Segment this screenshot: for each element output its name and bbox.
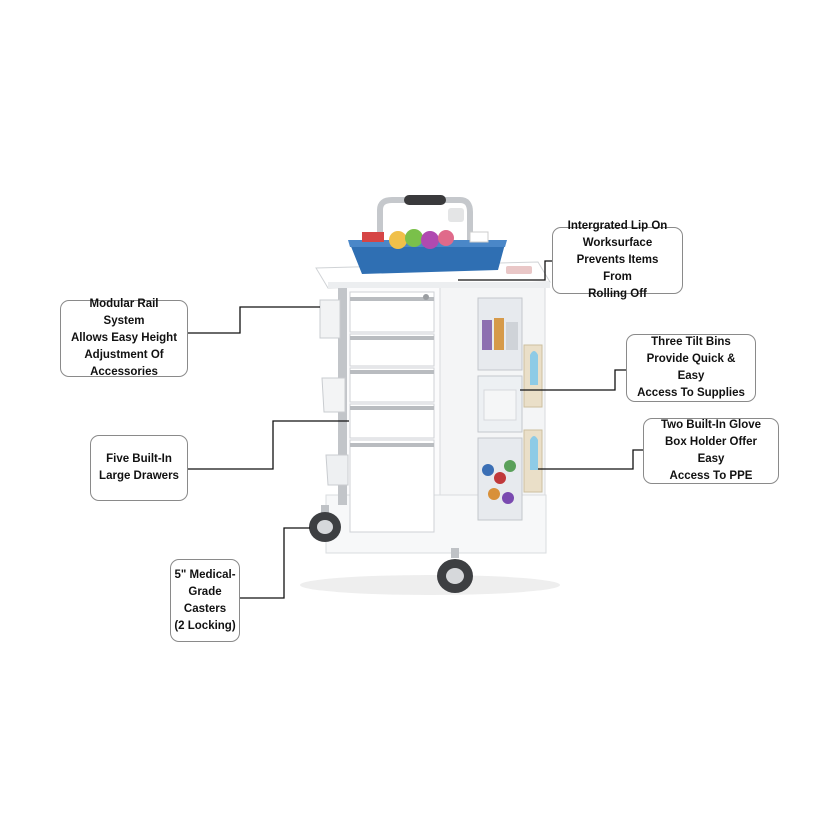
- callout-glove-line-3: Access To PPE: [669, 470, 753, 482]
- callout-glove-line-2: Box Holder Offer Easy: [664, 436, 757, 465]
- callout-rail-line-4: Accessories: [90, 366, 158, 378]
- callout-lip-line-1: Intergrated Lip On: [567, 220, 668, 232]
- leader-rail: [188, 306, 320, 334]
- glove-icon: [530, 351, 538, 385]
- callout-glove-box: Two Built-In Glove Box Holder Offer Easy…: [643, 418, 779, 484]
- rail-basket-middle: [321, 377, 346, 413]
- callout-casters-line-3: (2 Locking): [174, 619, 236, 632]
- leader-casters: [240, 527, 310, 599]
- leader-lines: [188, 260, 643, 599]
- blue-basket: [350, 244, 505, 274]
- caster-front-right: [437, 548, 473, 593]
- handle-grip: [404, 195, 446, 205]
- worksurface-edge: [328, 282, 550, 288]
- worksurface-control: [506, 266, 532, 274]
- callout-rail-line-1: Modular Rail System: [89, 298, 159, 327]
- callout-lip-line-3: Prevents Items From: [576, 254, 659, 283]
- callout-rail-line-3: Adjustment Of: [84, 349, 164, 361]
- callout-bins-line-1: Three Tilt Bins: [651, 336, 731, 348]
- callout-modular-rail: Modular Rail System Allows Easy Height A…: [60, 298, 188, 378]
- callout-bins-line-2: Provide Quick & Easy: [646, 353, 736, 382]
- leader-drawers: [188, 420, 349, 470]
- callout-casters: 5" Medical- Grade Casters (2 Locking): [170, 559, 240, 642]
- callout-lip-line-2: Worksurface: [582, 237, 653, 249]
- callout-casters-line-1: 5" Medical-: [174, 568, 236, 581]
- callout-lip-line-4: Rolling Off: [588, 288, 647, 300]
- leader-lip: [458, 260, 552, 281]
- leader-glove: [538, 449, 643, 470]
- callout-rail-line-2: Allows Easy Height: [70, 332, 178, 344]
- tape-dispenser: [448, 208, 464, 222]
- callout-drawers-line-1: Five Built-In: [106, 453, 172, 465]
- callout-tilt-bins: Three Tilt Bins Provide Quick & Easy Acc…: [626, 334, 756, 402]
- callout-drawers: Five Built-In Large Drawers: [90, 435, 188, 501]
- callout-drawers-line-2: Large Drawers: [99, 470, 179, 482]
- glove-icon-lower: [530, 436, 538, 470]
- rail-accessory-top: [319, 299, 341, 339]
- callout-glove-line-1: Two Built-In Glove: [660, 419, 762, 431]
- basket-contents: [362, 229, 489, 249]
- tilt-bins: [477, 297, 523, 521]
- floor-shadow: [300, 575, 560, 595]
- callout-worksurface-lip: Intergrated Lip On Worksurface Prevents …: [552, 220, 683, 300]
- callout-casters-line-2: Grade Casters: [183, 585, 227, 615]
- leader-bins: [520, 369, 626, 391]
- rail-basket-lower: [325, 454, 349, 486]
- drawers: [349, 291, 435, 533]
- callout-bins-line-3: Access To Supplies: [637, 387, 745, 399]
- caster-front-left: [309, 505, 341, 542]
